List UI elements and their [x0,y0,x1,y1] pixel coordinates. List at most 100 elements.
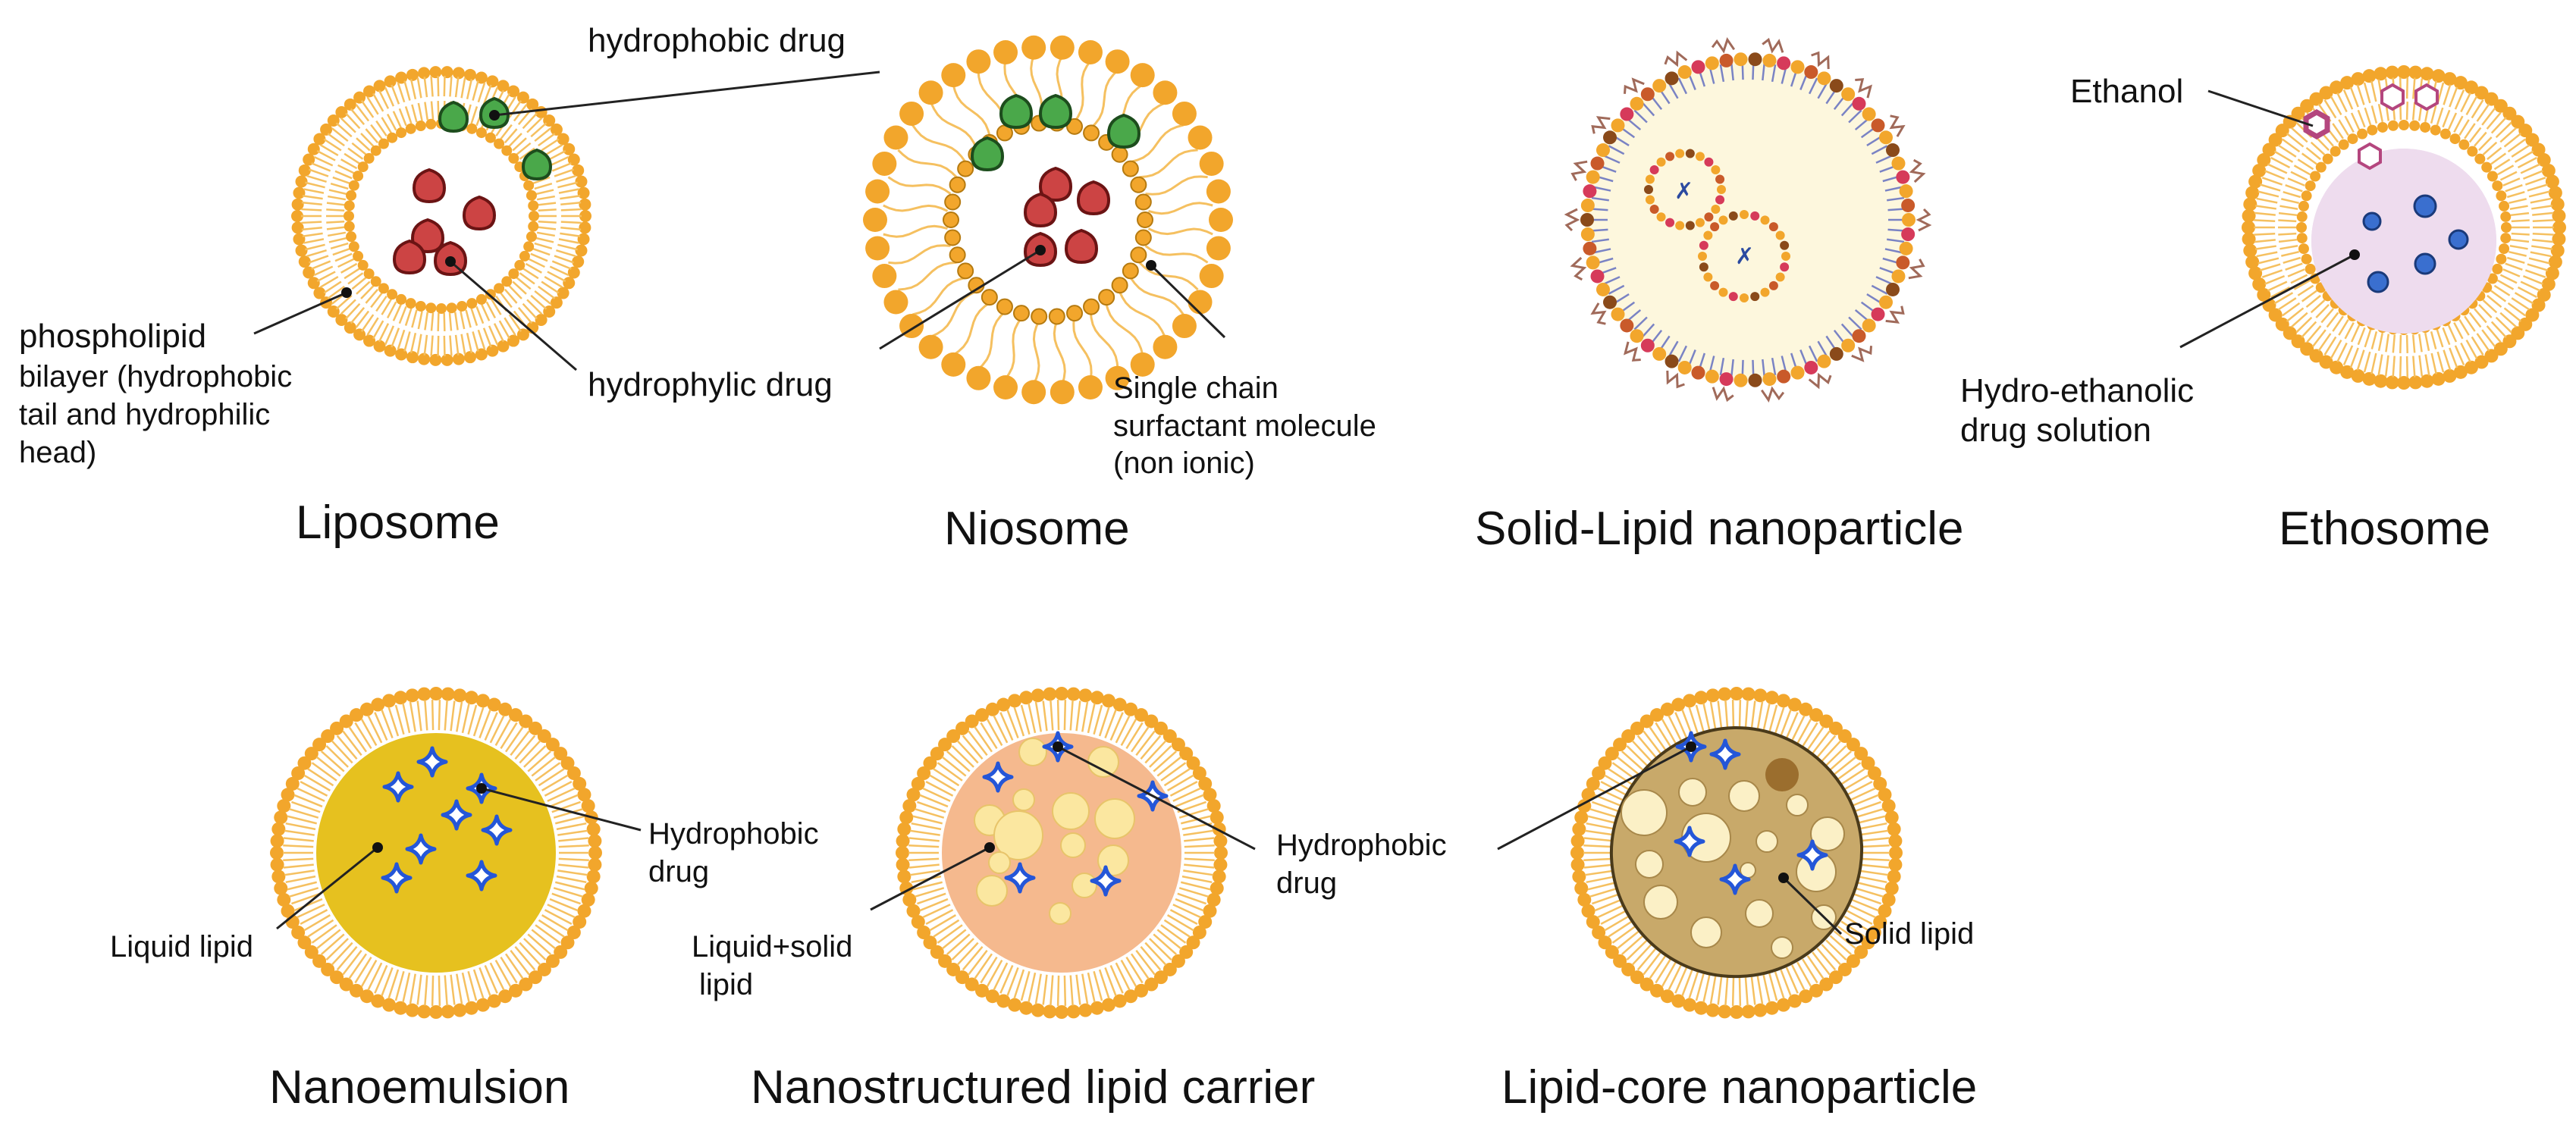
lipid-tail [527,933,552,955]
lipid-tail [355,104,370,122]
lipid-head [370,145,381,156]
lipid-tail [307,768,334,787]
lipid-head [946,729,961,744]
lipid-head [1212,870,1226,884]
lipid-tail [2264,274,2286,285]
lipid-tail [522,302,538,320]
lipid-tail [398,306,407,324]
lipid-tail [2418,334,2423,352]
lipid-tail [2258,257,2279,265]
lipid-head [1111,146,1128,163]
lipid-head [1776,694,1790,708]
lipid-tail [430,76,434,97]
lipid-head [277,892,291,907]
lipid-head [2408,375,2423,390]
lipid-head [405,1003,419,1017]
lipid-tail [1184,863,1215,869]
lipid-head [883,125,908,150]
lipid-head [1704,212,1714,222]
lipid-tail [1719,64,1725,83]
lipid-tail [2258,190,2279,198]
lipid-tail [554,168,574,177]
nlc-solid-particles [974,738,1135,925]
lipid-head [1691,365,1705,380]
lipid-tail [328,231,347,237]
lipid-tail [351,277,367,290]
lipid-tail [1621,750,1644,771]
lipid-tail [1034,973,1042,1004]
lipid-tail [1034,701,1042,732]
lipid-tail [461,703,470,734]
lipid-tail [558,837,589,842]
lipid-head [1595,282,1610,296]
lipid-tail [1860,829,1889,836]
lipid-head [1896,170,1910,184]
lipid-tail [311,162,331,172]
surfactant-tail [1073,59,1092,124]
lipid-head [281,904,295,918]
surfactant-tail [1118,290,1166,337]
lipid-tail [535,924,561,944]
lipid-tail [1140,946,1162,971]
lipid-head [291,221,304,234]
lipid-tail [1028,972,1037,1003]
lipid-head [2440,128,2451,139]
lipid-tail [2349,347,2359,368]
lipid-tail [560,221,582,224]
lipid-head [1620,107,1634,121]
lcn-lipid-label: Solid lipid [1844,917,1974,951]
lipid-tail [1871,145,1888,155]
lipid-head [418,352,431,365]
solid-lipid-droplet [1052,792,1090,830]
lipid-tail [1756,976,1764,1004]
lipid-tail [2332,315,2344,332]
lipid-tail [2330,339,2342,359]
lipid-head [1683,694,1697,708]
lipid-head [996,298,1013,315]
lipid-head [1660,989,1674,1004]
lipid-head [955,970,970,985]
solid-lipid-droplet [1728,780,1760,812]
lipid-head [2430,124,2441,136]
lipid-tail [2524,177,2546,186]
lipid-tail [1796,718,1812,744]
lipid-head [1130,63,1155,88]
lipid-tail [319,276,339,288]
lipid-tail [558,188,579,194]
lipid-tail [2442,327,2451,346]
lipid-head [2492,263,2503,274]
lipid-tail [2495,316,2512,334]
lipid-tail [381,117,392,134]
lipid-tail [909,829,940,836]
lipid-tail [1160,762,1187,782]
lipid-tail [1840,768,1865,785]
lipid-tail [311,924,337,944]
lipid-head [1718,215,1728,225]
solid-lipid-droplet [1756,830,1778,853]
lipid-tail [1649,955,1667,979]
lipid-head [2493,342,2508,356]
lipid-tail [1093,970,1103,1001]
lipid-tail [2507,302,2526,317]
lipid-tail [303,774,331,791]
lipid-head [2340,76,2355,90]
lipid-head [1188,290,1213,315]
lipid-head [497,340,510,352]
lipid-tail [2370,105,2378,124]
lipid-tail [2254,239,2276,243]
lipid-tail [409,79,417,99]
lipid-head [2252,164,2267,178]
lipid-head [1186,935,1200,950]
lipid-tail [526,299,543,315]
drug-molecule [2362,212,2382,231]
lipid-tail [538,768,565,787]
lipid-tail [1636,948,1657,971]
lipid-tail [437,312,440,331]
lipid-tail [547,271,566,283]
lipid-tail [1785,712,1799,739]
lipid-head [1665,354,1679,368]
lipid-tail [345,302,361,320]
lipid-tail [350,306,366,324]
lipid-head [1649,204,1659,214]
lipid-head [1768,280,1778,290]
